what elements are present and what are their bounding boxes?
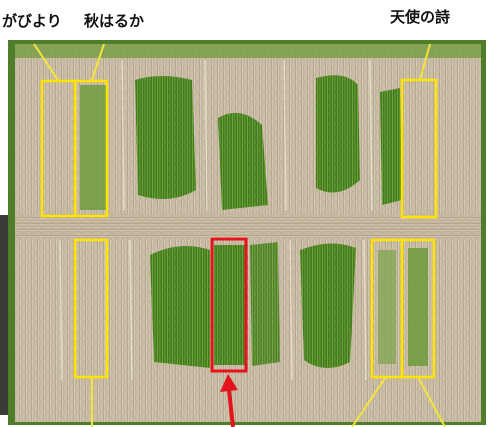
highlight-box-tenshi-top [400,78,438,219]
plot-green-bottom-2 [214,245,246,365]
plot-green-top-4 [380,88,402,205]
leader-line-akiharuka [91,43,105,81]
left-edge-background [0,215,8,415]
plot-green-top-2 [218,112,268,210]
plot-green-top-3 [316,75,360,193]
leader-line-right-bottom-2 [417,376,446,427]
leader-line-tenshi [419,43,431,81]
leader-line-right-bottom-1 [351,376,387,427]
highlight-box-red [210,237,248,373]
plot-green-bottom-3 [250,242,280,366]
plot-green-bottom-1 [150,246,210,368]
label-akiharuka: 秋はるか [84,12,145,30]
plot-green-bottom-4 [300,243,356,369]
straw-row-lines [59,59,373,381]
plot-green-top-5 [80,85,106,210]
leader-line-gabiyori [33,43,59,81]
red-arrow-icon [220,374,238,427]
plot-green-bottom-6 [378,250,396,364]
plot-green-top-1 [135,76,196,199]
label-gabiyori: がびより [2,12,62,30]
label-tenshi-no-uta: 天使の詩 [390,8,451,26]
highlight-box-akiharuka-top [73,79,109,218]
plot-green-bottom-5 [408,248,428,366]
field-top-fringe [15,44,481,58]
